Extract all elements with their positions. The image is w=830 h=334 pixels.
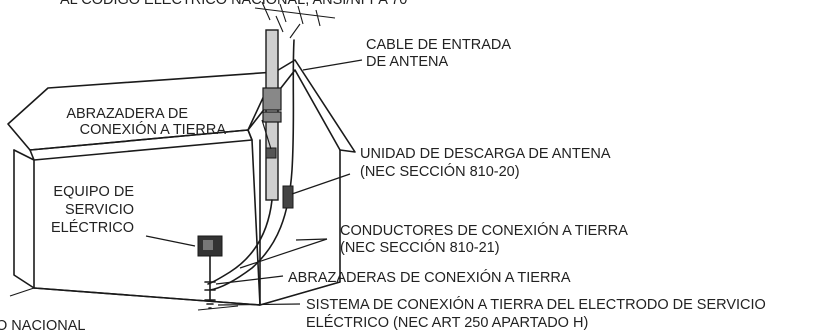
- clamp-label-1: ABRAZADERA DE: [66, 106, 188, 122]
- bottom-left-clipped-label: O NACIONAL: [0, 318, 85, 334]
- discharge-label-1: UNIDAD DE DESCARGA DE ANTENA: [360, 146, 611, 162]
- service-label-1: EQUIPO DE: [53, 184, 134, 200]
- clamp-label-2: CONEXIÓN A TIERRA: [80, 121, 227, 138]
- service-label-3: ELÉCTRICO: [51, 219, 134, 236]
- service-equipment: [197, 235, 239, 311]
- cable-label-1: CABLE DE ENTRADA: [366, 37, 511, 53]
- electrode-label-1: SISTEMA DE CONEXIÓN A TIERRA DEL ELECTRO…: [306, 296, 766, 313]
- service-label-2: SERVICIO: [65, 202, 134, 218]
- conductors-label-2: (NEC SECCIÓN 810-21): [340, 239, 500, 256]
- electrode-label-2: ELÉCTRICO (NEC ART 250 APARTADO H): [306, 314, 588, 331]
- lead-in-cable: [209, 39, 295, 291]
- ground-clamp-on-mast: [265, 147, 277, 159]
- mast-clamp: [262, 87, 282, 111]
- house-illustration: [7, 59, 356, 306]
- discharge-unit: [282, 185, 294, 209]
- conductors-label-1: CONDUCTORES DE CONEXIÓN A TIERRA: [340, 222, 628, 239]
- cable-label-2: DE ANTENA: [366, 54, 449, 70]
- ground-rod-icon: [204, 299, 216, 309]
- clamps-plural-label: ABRAZADERAS DE CONEXIÓN A TIERRA: [288, 269, 571, 286]
- antenna-icon: [254, 1, 336, 39]
- roof: [7, 71, 276, 151]
- grounding-conductor: [207, 199, 273, 285]
- discharge-label-2: (NEC SECCIÓN 810-20): [360, 163, 520, 180]
- leader-lines: [145, 59, 363, 306]
- top-clipped-label: AL CÓDIGO ELÉCTRICO NACIONAL, ANSI/NFPA …: [60, 0, 407, 8]
- antenna-assembly: [207, 1, 336, 291]
